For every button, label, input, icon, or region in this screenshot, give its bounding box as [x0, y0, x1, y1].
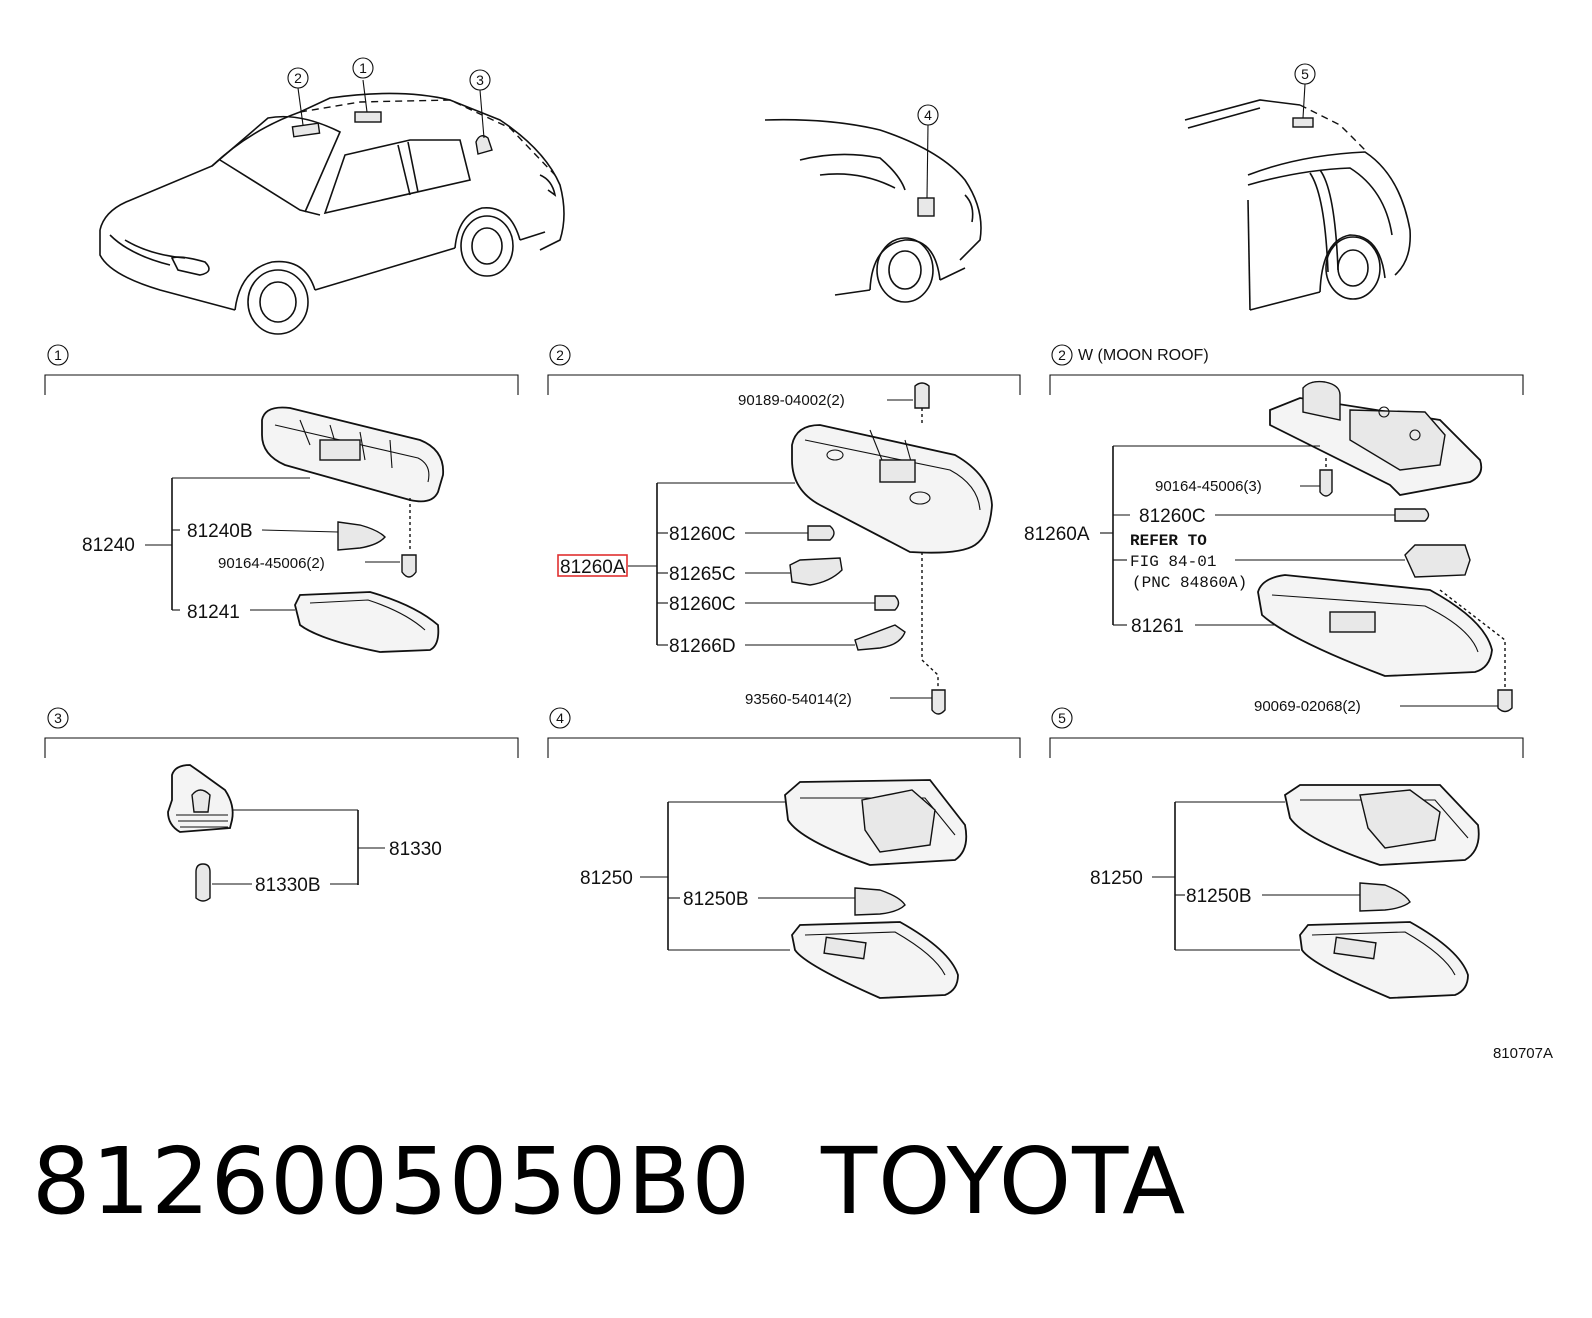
label-81250-sec4: 81250 — [580, 868, 633, 889]
overview-callout-2: 2 — [287, 67, 309, 89]
section-marker-5: 5 — [1051, 707, 1073, 729]
svg-text:2: 2 — [556, 347, 564, 363]
section-2-moon-roof: 90164-45006(3) 81260A 81260C REFER TO FI… — [1024, 380, 1513, 715]
label-81250-sec5: 81250 — [1090, 868, 1143, 889]
highlight-box — [557, 554, 628, 577]
svg-text:1: 1 — [54, 347, 62, 363]
section-marker-2w: 2 W (MOON ROOF) — [1051, 344, 1209, 366]
label-81261: 81261 — [1131, 616, 1184, 637]
label-93560-54014-2: 93560-54014(2) — [745, 691, 852, 708]
label-81250B-sec4: 81250B — [683, 889, 749, 910]
label-90164-45006-2: 90164-45006(2) — [218, 555, 325, 572]
label-81266D: 81266D — [669, 636, 736, 657]
rear-quarter-illustration: 4 — [764, 104, 982, 303]
label-81250B-sec5: 81250B — [1186, 886, 1252, 907]
section-2: 90189-04002(2) 81260C 81260A 81265C 8126… — [557, 382, 993, 715]
svg-text:2: 2 — [294, 70, 302, 86]
caption: 8126005050B0 TOYOTA — [32, 1128, 1256, 1235]
part-number: 8126005050B0 — [32, 1128, 751, 1235]
label-81260A-highlighted: 81260A — [560, 557, 626, 578]
overview-callout-3: 3 — [469, 69, 491, 91]
label-81241: 81241 — [187, 602, 240, 623]
section-1: 81240 81240B 90164-45006(2) 81241 — [82, 406, 444, 653]
brand-name: TOYOTA — [820, 1128, 1187, 1235]
label-81330: 81330 — [389, 839, 442, 860]
svg-text:4: 4 — [556, 710, 564, 726]
label-90189-04002-2: 90189-04002(2) — [738, 392, 845, 409]
svg-text:5: 5 — [1058, 710, 1066, 726]
label-pnc-84860a: (PNC 84860A) — [1132, 574, 1247, 592]
overview-callout-5: 5 — [1301, 66, 1309, 82]
label-81265C: 81265C — [669, 564, 736, 585]
label-81330B: 81330B — [255, 875, 321, 896]
diagram-code: 810707A — [1493, 1045, 1553, 1062]
label-refer-to: REFER TO — [1130, 532, 1207, 550]
label-90069-02068-2: 90069-02068(2) — [1254, 698, 1361, 715]
label-81240B: 81240B — [187, 521, 253, 542]
section-5: 81250 81250B — [1090, 784, 1480, 999]
section-frames — [44, 374, 1524, 758]
svg-text:3: 3 — [476, 72, 484, 88]
label-81260A-moonroof: 81260A — [1024, 524, 1090, 545]
svg-text:3: 3 — [54, 710, 62, 726]
section-marker-1: 1 — [47, 344, 69, 366]
wagon-illustration: 5 — [1184, 63, 1412, 311]
label-90164-45006-3: 90164-45006(3) — [1155, 478, 1262, 495]
overview-callout-1: 1 — [352, 57, 374, 79]
overview-callout-4: 4 — [924, 107, 932, 123]
label-81260C-lower: 81260C — [669, 594, 736, 615]
section-marker-3: 3 — [47, 707, 69, 729]
svg-text:2: 2 — [1058, 347, 1066, 363]
label-81240: 81240 — [82, 535, 135, 556]
section-marker-2: 2 — [549, 344, 571, 366]
section-marker-4: 4 — [549, 707, 571, 729]
sedan-illustration — [99, 79, 565, 335]
section-4: 81250 81250B — [580, 779, 968, 999]
svg-text:1: 1 — [359, 60, 367, 76]
section-3: 81330 81330B — [167, 764, 442, 902]
label-fig-84-01: FIG 84-01 — [1130, 553, 1216, 571]
section-title-moon-roof: W (MOON ROOF) — [1078, 347, 1209, 364]
label-81260C-upper: 81260C — [669, 524, 736, 545]
label-81260C-moonroof: 81260C — [1139, 506, 1206, 527]
